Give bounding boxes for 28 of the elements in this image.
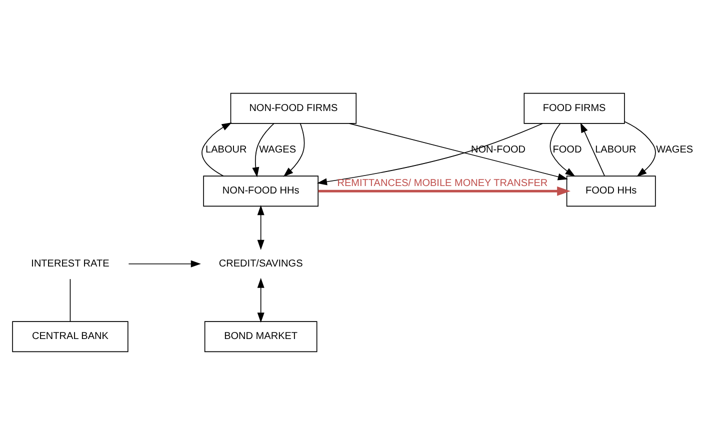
arrow xyxy=(624,121,656,177)
edge-label: FOOD xyxy=(552,144,582,156)
node-box: NON-FOOD FIRMS xyxy=(230,92,357,124)
arrow xyxy=(316,123,544,186)
edge-label: REMITTANCES/ MOBILE MONEY TRANSFER xyxy=(337,178,548,189)
arrow xyxy=(580,122,605,176)
arrow xyxy=(348,123,568,180)
arrow xyxy=(257,278,264,323)
arrow xyxy=(252,123,274,178)
node-box: BOND MARKET xyxy=(204,321,318,352)
node-box: FOOD FIRMS xyxy=(524,92,625,124)
edge-label: LABOUR xyxy=(595,144,636,156)
node-box: CENTRAL BANK xyxy=(12,321,128,352)
edge-label: LABOUR xyxy=(206,144,247,156)
connector xyxy=(70,278,71,322)
arrow xyxy=(257,205,264,250)
node-box: FOOD HHs xyxy=(566,176,656,207)
edge-label: WAGES xyxy=(656,144,694,156)
arrow xyxy=(128,260,201,268)
arrow xyxy=(283,123,305,177)
node-text: CREDIT/SAVINGS xyxy=(218,258,303,270)
arrow xyxy=(550,123,576,177)
edge-label: NON-FOOD xyxy=(470,144,526,156)
edge-label: WAGES xyxy=(259,144,296,156)
arrow xyxy=(318,186,570,196)
arrow xyxy=(202,122,232,176)
node-box: NON-FOOD HHs xyxy=(203,176,319,207)
node-text: INTEREST RATE xyxy=(31,258,110,270)
